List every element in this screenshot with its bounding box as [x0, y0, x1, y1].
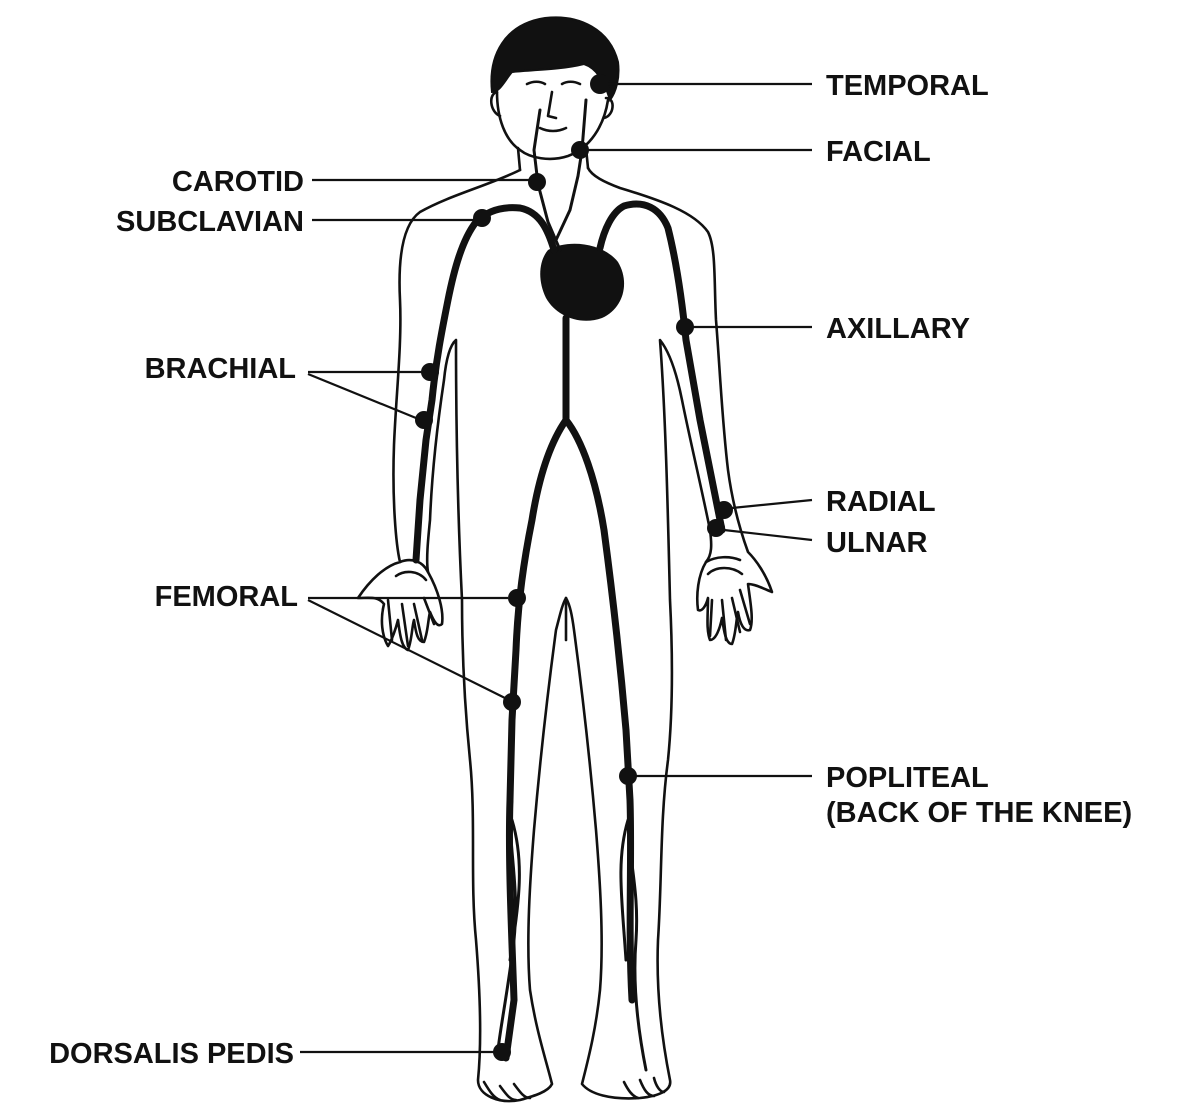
dorsalis-pedis-pulse-dot [493, 1043, 511, 1061]
label-brachial: BRACHIAL [145, 353, 296, 385]
label-popliteal-line1: POPLITEAL [826, 762, 989, 794]
label-popliteal-line2: (BACK OF THE KNEE) [826, 797, 1132, 829]
carotid-pulse-dot [528, 173, 546, 191]
head-outline [497, 92, 608, 159]
leader-lines [300, 84, 812, 1052]
femoral-pulse-dot-upper [508, 589, 526, 607]
ulnar-pulse-dot [707, 519, 725, 537]
subclavian-pulse-dot [473, 209, 491, 227]
labels: TEMPORAL FACIAL CAROTID SUBCLAVIAN AXILL… [49, 70, 1132, 1070]
temporal-pulse-dot [590, 74, 610, 94]
label-ulnar: ULNAR [826, 527, 928, 559]
brachial-pulse-dot-upper [421, 363, 439, 381]
pulse-points [415, 74, 733, 1061]
label-carotid: CAROTID [172, 166, 304, 198]
popliteal-pulse-dot [619, 767, 637, 785]
label-radial: RADIAL [826, 486, 936, 518]
femoral-leader-lower [308, 600, 505, 698]
label-femoral: FEMORAL [155, 581, 298, 613]
axillary-pulse-dot [676, 318, 694, 336]
ulnar-leader [724, 530, 812, 540]
radial-pulse-dot [715, 501, 733, 519]
femoral-pulse-dot-lower [503, 693, 521, 711]
face-features [527, 82, 580, 131]
radial-leader [732, 500, 812, 508]
label-temporal: TEMPORAL [826, 70, 989, 102]
brachial-pulse-dot-lower [415, 411, 433, 429]
label-dorsalis-pedis: DORSALIS PEDIS [49, 1038, 294, 1070]
brachial-leader-lower [308, 374, 416, 418]
label-facial: FACIAL [826, 136, 931, 168]
label-subclavian: SUBCLAVIAN [116, 206, 304, 238]
heart [540, 244, 624, 321]
facial-pulse-dot [571, 141, 589, 159]
label-axillary: AXILLARY [826, 313, 970, 345]
aorta [506, 318, 566, 1058]
